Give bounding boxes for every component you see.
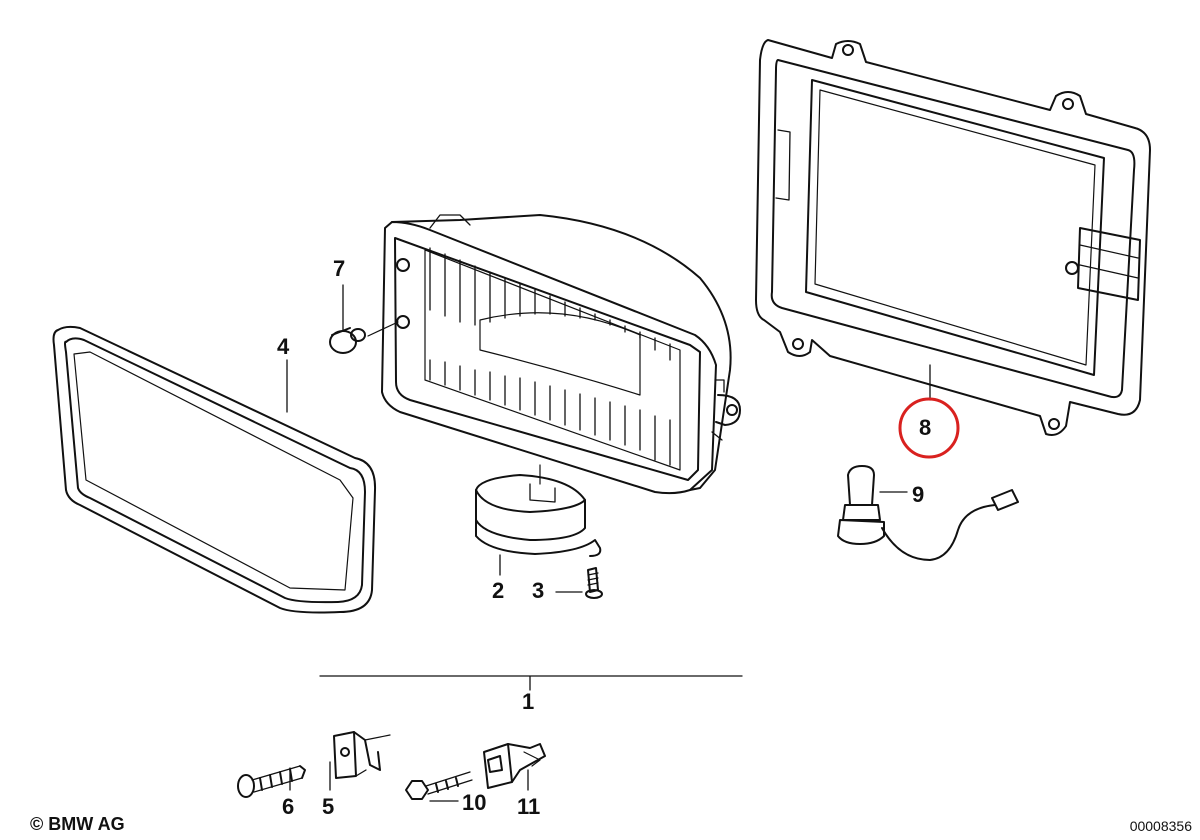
document-number: 00008356 [1129, 818, 1192, 834]
callout-2[interactable]: 2 [492, 578, 505, 603]
highlight-circle [898, 397, 960, 459]
callout-3[interactable]: 3 [532, 578, 545, 603]
tapping-screw-part[interactable] [237, 765, 306, 798]
expanding-nut-part[interactable] [483, 743, 546, 789]
gasket-part[interactable] [52, 325, 377, 614]
retaining-ring-part[interactable] [475, 464, 602, 557]
hex-bolt-part[interactable] [405, 771, 473, 800]
callout-5[interactable]: 5 [322, 794, 335, 819]
assembly-bracket-line [319, 675, 743, 691]
callout-11[interactable]: 11 [517, 794, 541, 819]
bulb-part[interactable] [837, 465, 1019, 561]
callout-6[interactable]: 6 [282, 794, 295, 819]
screw-part[interactable] [585, 567, 603, 599]
clip-nut-part[interactable] [333, 731, 391, 779]
callout-7[interactable]: 7 [333, 256, 346, 281]
callout-8[interactable]: 8 [919, 415, 932, 440]
fog-light-housing[interactable] [381, 214, 741, 495]
copyright-label: © BMW AG [30, 814, 125, 834]
mounting-frame-part[interactable] [755, 39, 1151, 436]
callout-1[interactable]: 1 [522, 689, 535, 714]
callout-10[interactable]: 10 [462, 790, 487, 815]
callout-4[interactable]: 4 [277, 334, 290, 359]
rubber-cap-part[interactable] [329, 321, 399, 354]
callout-9[interactable]: 9 [912, 482, 925, 507]
